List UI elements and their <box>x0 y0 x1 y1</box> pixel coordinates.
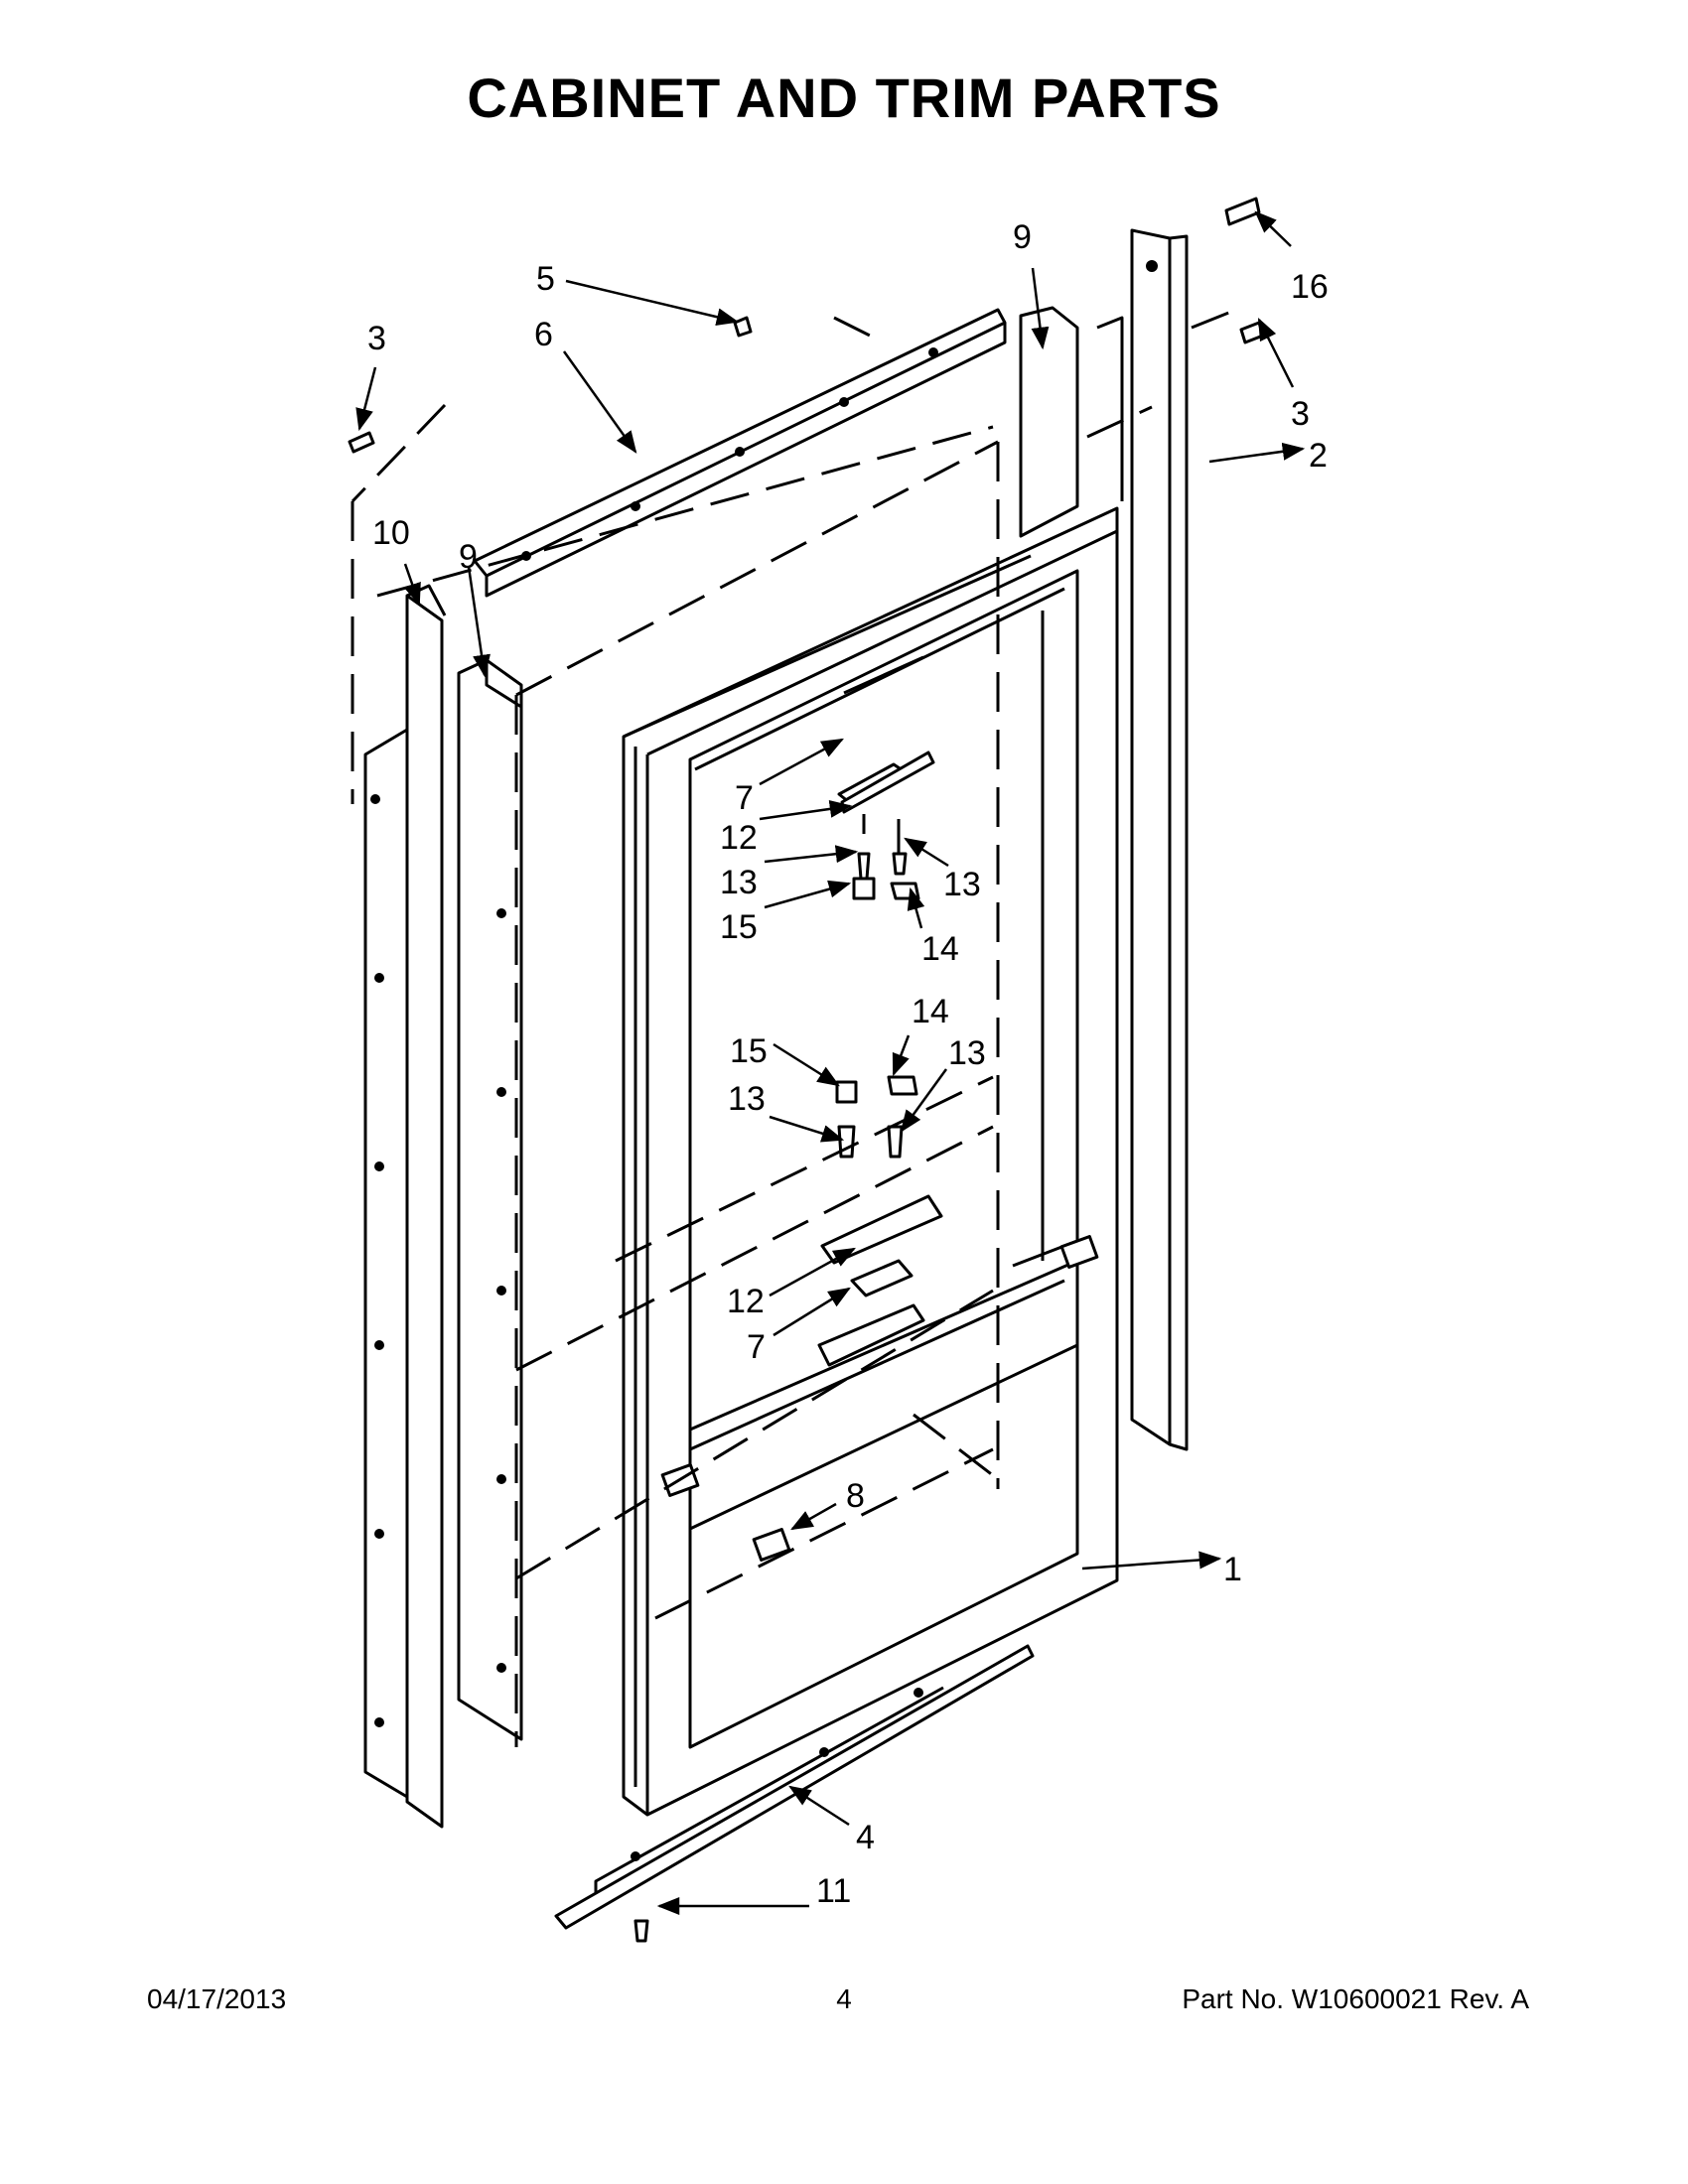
callout-4: 4 <box>856 1819 875 1856</box>
callout-11: 11 <box>816 1872 851 1910</box>
callout-5: 5 <box>536 260 555 298</box>
left-side-trim-part <box>363 584 447 1829</box>
assembly-dashed-lines <box>351 306 1242 1747</box>
callout-16: 16 <box>1291 268 1329 306</box>
callout-13-b: 13 <box>943 866 981 903</box>
footer-part-number: Part No. W10600021 Rev. A <box>1182 1983 1529 2014</box>
callout-15-lower: 15 <box>730 1032 768 1070</box>
footer-page-number: 4 <box>836 1983 852 2014</box>
callout-9-right: 9 <box>1013 218 1032 256</box>
callout-3-left: 3 <box>367 320 386 357</box>
right-side-trim-part <box>1130 228 1189 1451</box>
right-spacer-part <box>1019 306 1124 538</box>
callout-labels: 1 2 3 3 4 5 6 7 7 8 9 9 10 11 12 12 13 1… <box>367 218 1329 1910</box>
callout-1: 1 <box>1223 1551 1242 1588</box>
top-trim-part <box>473 308 1007 598</box>
callout-6: 6 <box>534 316 553 353</box>
callout-12-upper: 12 <box>720 819 758 857</box>
callout-14-lower: 14 <box>912 993 949 1030</box>
callout-leader-lines <box>355 210 1306 1915</box>
callout-13-d: 13 <box>948 1034 986 1072</box>
callout-12-lower: 12 <box>727 1283 765 1320</box>
callout-9-left: 9 <box>459 538 478 576</box>
callout-8: 8 <box>846 1477 865 1515</box>
screw-parts <box>348 197 1265 1943</box>
callout-7-lower: 7 <box>747 1328 766 1366</box>
callout-10: 10 <box>372 514 410 552</box>
callout-14-upper: 14 <box>921 930 959 968</box>
callout-7-upper: 7 <box>735 779 754 817</box>
callout-15-upper: 15 <box>720 908 758 946</box>
left-spacer-part <box>457 658 523 1741</box>
footer-date: 04/17/2013 <box>147 1983 287 2014</box>
bracket-part <box>752 1528 791 1562</box>
callout-2: 2 <box>1309 437 1328 475</box>
page-title: CABINET AND TRIM PARTS <box>467 67 1221 129</box>
callout-13-a: 13 <box>720 864 758 901</box>
callout-13-c: 13 <box>728 1080 766 1118</box>
door-frame-part <box>622 506 1119 1817</box>
callout-3-right: 3 <box>1291 395 1310 433</box>
